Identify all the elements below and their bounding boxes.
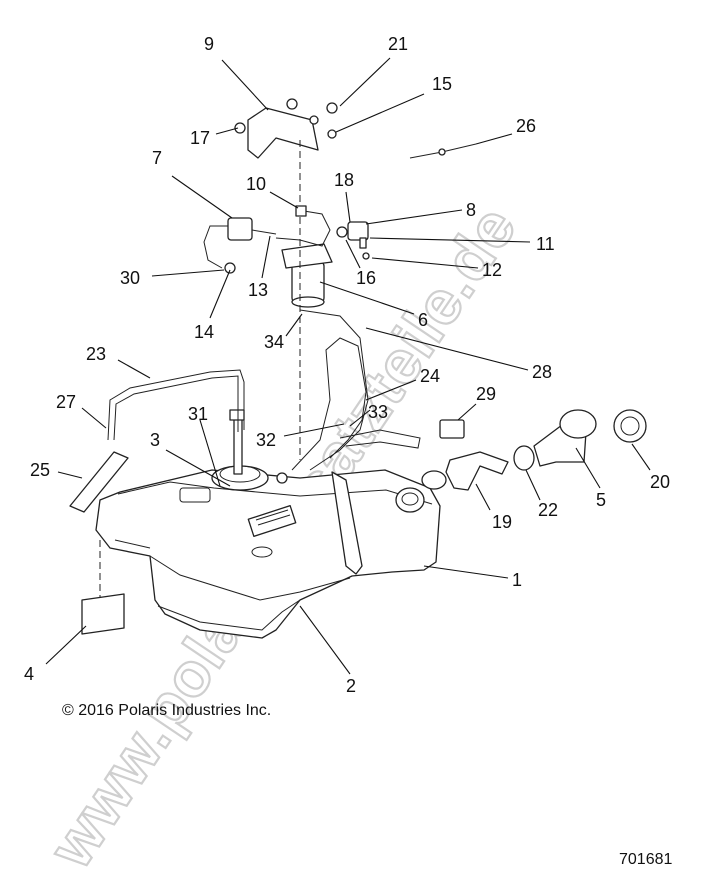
callout-13: 13 [248,280,268,300]
callout-19: 19 [492,512,512,532]
callout-33: 33 [368,402,388,422]
callout-16: 16 [356,268,376,288]
callout-34: 34 [264,332,284,352]
callout-20: 20 [650,472,670,492]
tank-strap [331,471,363,575]
callout-5: 5 [596,490,606,510]
callout-28: 28 [532,362,552,382]
callout-18: 18 [334,170,354,190]
callout-12: 12 [482,260,502,280]
callout-8: 8 [466,200,476,220]
callout-21: 21 [388,34,408,54]
callout-17: 17 [190,128,210,148]
callout-leaders [45,57,651,675]
callout-7: 7 [152,148,162,168]
callout-27: 27 [56,392,76,412]
callout-9: 9 [204,34,214,54]
copyright-notice: © 2016 Polaris Industries Inc. [62,702,272,719]
callout-30: 30 [120,268,140,288]
fuel-tank [95,469,441,639]
callout-32: 32 [256,430,276,450]
pad [69,451,129,513]
callout-25: 25 [30,460,50,480]
fuel-line [291,337,367,471]
callout-numbers: 1 2 3 4 5 6 7 8 9 10 11 12 13 14 15 16 1… [24,34,670,696]
mount-bracket [247,107,319,159]
callout-6: 6 [418,310,428,330]
callout-3: 3 [150,430,160,450]
valve [336,221,370,260]
callout-4: 4 [24,664,34,684]
filler-assembly [421,409,647,491]
callout-26: 26 [516,116,536,136]
callout-2: 2 [346,676,356,696]
callout-15: 15 [432,74,452,94]
callout-22: 22 [538,500,558,520]
fuel-sensor [203,205,331,274]
label [81,593,125,635]
fuel-line-return [299,309,369,471]
callout-10: 10 [246,174,266,194]
diagram-id: 701681 [619,851,673,868]
fitting-21 [286,98,298,110]
strap-23 [107,369,245,441]
callout-23: 23 [86,344,106,364]
fuel-filter [281,243,333,308]
callout-11: 11 [536,234,555,254]
callout-31: 31 [188,404,208,424]
callout-1: 1 [512,570,522,590]
callout-14: 14 [194,322,214,342]
callout-29: 29 [476,384,496,404]
callout-24: 24 [420,366,440,386]
